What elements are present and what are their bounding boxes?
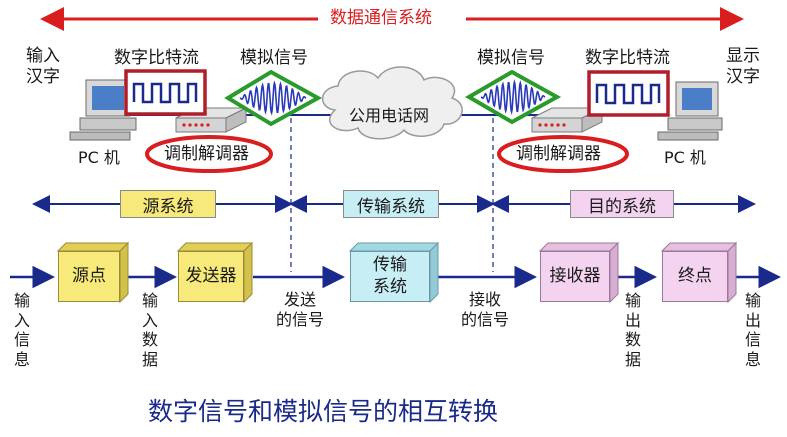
- source-point-label: 源点: [58, 251, 120, 302]
- source-point-block: 源点: [58, 251, 120, 302]
- transmission-system-box: 传输系统: [343, 190, 439, 218]
- modem-label-right: 调制解调器: [516, 144, 601, 164]
- analog-signal-label-right: 模拟信号: [477, 48, 545, 68]
- analog-signal-label-left: 模拟信号: [240, 48, 308, 68]
- destination-point-block: 终点: [662, 251, 728, 302]
- right-modem-ellipse: [497, 135, 629, 173]
- diagram-title: 数据通信系统: [330, 8, 432, 28]
- receiver-block: 接收器: [540, 251, 610, 302]
- sent-signal-label: 发送 的信号: [276, 290, 325, 329]
- left-pc-label: PC 机: [78, 148, 120, 167]
- transmission-system-label: 传输系统: [357, 196, 425, 217]
- transmission-system-block-label: 传输 系统: [350, 251, 430, 302]
- public-phone-network-label: 公用电话网: [349, 106, 430, 125]
- input-info-label: 输 入 信 息: [14, 291, 31, 369]
- caption: 数字信号和模拟信号的相互转换: [148, 397, 499, 426]
- digital-bitstream-label-right: 数字比特流: [585, 48, 670, 68]
- cloud-shape: [321, 66, 463, 140]
- output-data-label: 输 出 数 据: [625, 291, 642, 369]
- left-modem-ellipse: [145, 135, 273, 173]
- received-signal-label: 接收 的信号: [461, 290, 510, 329]
- right-pc-label: PC 机: [664, 148, 706, 167]
- block-depth-faces: [56, 241, 738, 304]
- modem-label-left: 调制解调器: [164, 144, 249, 164]
- destination-system-box: 目的系统: [570, 190, 674, 218]
- transmission-system-block: 传输 系统: [350, 251, 430, 302]
- right-pc-icon: [657, 81, 723, 141]
- source-system-box: 源系统: [120, 190, 216, 218]
- input-chinese-label: 输入 汉字: [26, 46, 60, 87]
- destination-system-label: 目的系统: [588, 196, 656, 217]
- left-pc-icon: [69, 79, 137, 141]
- input-data-label: 输 入 数 据: [142, 291, 159, 369]
- right-analog-signal-diamond: [465, 69, 562, 125]
- display-chinese-label: 显示 汉字: [726, 46, 760, 87]
- destination-point-label: 终点: [662, 251, 728, 302]
- transmitter-block: 发送器: [178, 251, 244, 302]
- left-analog-signal-diamond: [224, 69, 323, 127]
- output-info-label: 输 出 信 息: [745, 291, 762, 369]
- left-digital-signal-box: [124, 69, 207, 116]
- digital-bitstream-label-left: 数字比特流: [114, 48, 199, 68]
- receiver-label: 接收器: [540, 251, 610, 302]
- transmitter-label: 发送器: [178, 251, 244, 302]
- source-system-label: 源系统: [142, 196, 194, 217]
- right-digital-signal-box: [587, 70, 670, 117]
